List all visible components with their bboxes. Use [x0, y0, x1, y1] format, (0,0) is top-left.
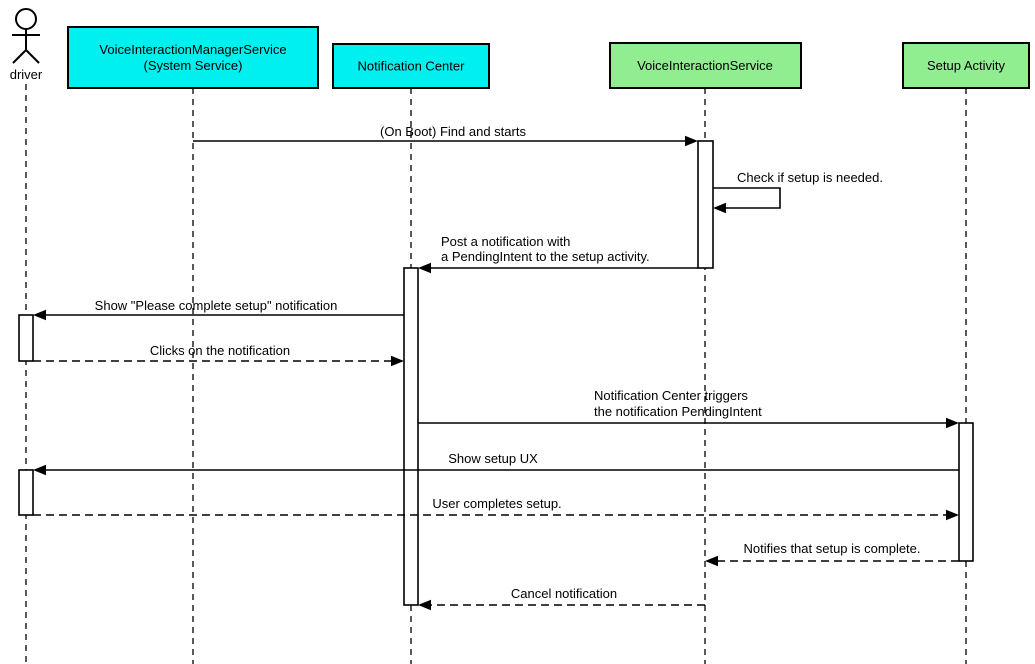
message-label-clicks-on-the-notification: Clicks on the notification — [150, 343, 290, 358]
message-label-check-if-setup-is-needed: Check if setup is needed. — [737, 170, 883, 185]
message-on-boot-find-and-starts-arrowhead — [685, 135, 698, 147]
participant-label-notification-center: Notification Center — [358, 59, 466, 74]
message-label-notification-center-triggers-pendingintent: the notification PendingIntent — [594, 404, 762, 419]
participant-label-setup-activity: Setup Activity — [927, 58, 1006, 73]
message-label-post-notification-with-pendingintent: a PendingIntent to the setup activity. — [441, 249, 650, 264]
actor-head-icon — [15, 8, 37, 30]
participant-label-voice-interaction-manager-service: (System Service) — [144, 58, 243, 73]
message-label-show-setup-ux: Show setup UX — [448, 451, 538, 466]
participant-box-voice-interaction-manager-service — [67, 26, 319, 89]
message-clicks-on-the-notification-arrowhead — [391, 355, 404, 367]
message-notification-center-triggers-pendingintent-arrowhead — [946, 417, 959, 429]
message-label-notification-center-triggers-pendingintent: Notification Center triggers — [594, 388, 748, 403]
activation-bar-driver-does-setup — [18, 469, 34, 516]
activation-bar-driver-sees-notification — [18, 314, 34, 362]
actor-label: driver — [10, 67, 43, 82]
activation-bar-setup-activity-active — [958, 422, 974, 562]
message-label-notifies-that-setup-is-complete: Notifies that setup is complete. — [743, 541, 920, 556]
message-show-setup-ux-arrowhead — [33, 464, 46, 476]
actor-left-leg-icon — [12, 49, 27, 64]
participant-label-voice-interaction-manager-service: VoiceInteractionManagerService — [99, 42, 286, 57]
activation-bar-notification-center-active — [403, 267, 419, 606]
message-notifies-that-setup-is-complete-arrowhead — [705, 555, 718, 567]
activation-bar-voice-interaction-service-active — [697, 140, 714, 269]
message-label-on-boot-find-and-starts: (On Boot) Find and starts — [380, 124, 526, 139]
participant-label-voice-interaction-service: VoiceInteractionService — [637, 58, 773, 73]
participant-box-notification-center — [332, 43, 490, 89]
message-label-user-completes-setup: User completes setup. — [432, 496, 561, 511]
message-line-check-if-setup-is-needed — [713, 187, 781, 209]
message-label-cancel-notification: Cancel notification — [511, 586, 617, 601]
message-show-please-complete-setup-notification-arrowhead — [33, 309, 46, 321]
message-cancel-notification-arrowhead — [418, 599, 431, 611]
message-post-notification-with-pendingintent-arrowhead — [418, 262, 431, 274]
message-check-if-setup-is-needed-arrowhead — [713, 202, 726, 214]
message-label-show-please-complete-setup-notification: Show "Please complete setup" notificatio… — [95, 298, 338, 313]
message-label-post-notification-with-pendingintent: Post a notification with — [441, 234, 570, 249]
participant-box-setup-activity — [902, 42, 1030, 89]
participant-box-voice-interaction-service — [609, 42, 802, 89]
actor-right-leg-icon — [25, 49, 40, 64]
message-user-completes-setup-arrowhead — [946, 509, 959, 521]
